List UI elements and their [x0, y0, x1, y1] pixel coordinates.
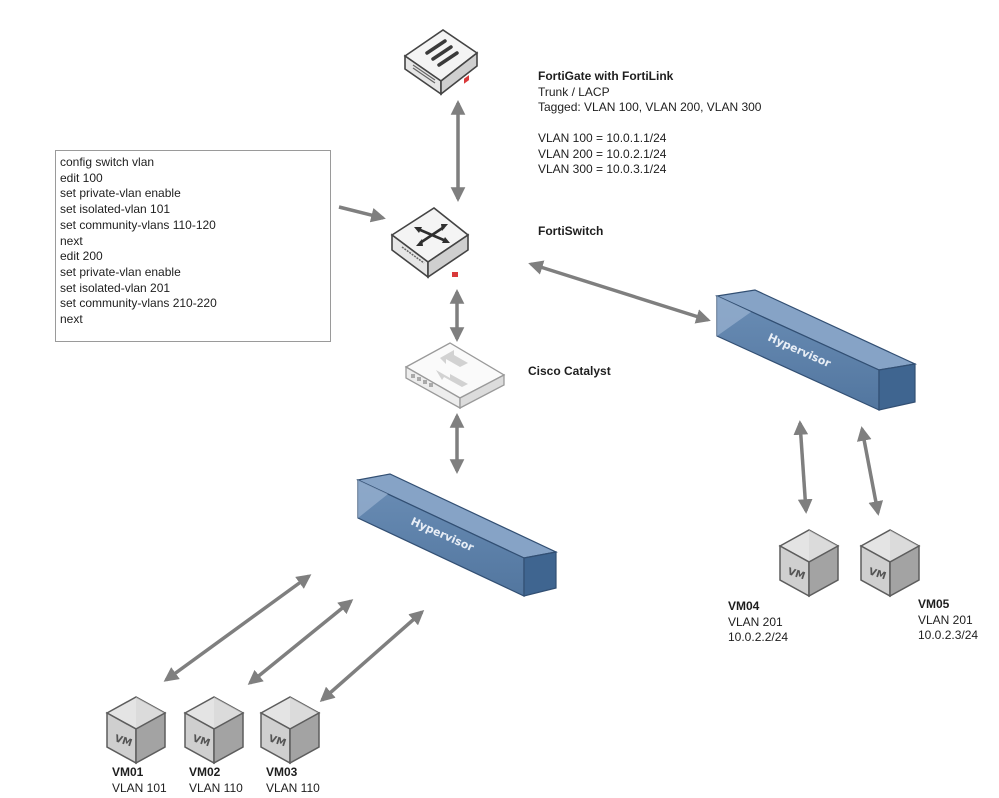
vm-vlan: VLAN 110 [266, 780, 320, 795]
hypervisor-right-icon: Hypervisor [714, 289, 918, 411]
vm-badge-text: VM [191, 733, 211, 749]
vm05-label: VM05 VLAN 201 10.0.2.3/24 [918, 597, 978, 644]
vm-cubes: VM VM VM VM VM [105, 529, 921, 765]
vm-name: VM05 [918, 597, 950, 611]
config-line: config switch vlan [60, 155, 155, 169]
fortigate-title: FortiGate with FortiLink [538, 69, 674, 83]
link-hypervisor-vm01 [163, 574, 312, 682]
vm-vlan: VLAN 101 [112, 780, 167, 795]
vm-vlan: VLAN 201 [728, 614, 783, 629]
vm-badge-text: VM [113, 733, 133, 749]
config-line: edit 200 [60, 249, 103, 264]
vm-ip: 10.0.2.3/24 [918, 628, 979, 642]
fortiswitch-label: FortiSwitch [538, 224, 603, 240]
links-layer [163, 100, 884, 702]
link-hypervisor-vm05 [856, 426, 884, 516]
vm-name: VM01 [112, 765, 144, 779]
vm-cube-icon: VM [259, 696, 321, 765]
vm-ip: 10.0.2.2/24 [728, 630, 789, 644]
link-hypervisor-vm04 [793, 420, 813, 514]
config-line: set isolated-vlan 201 [60, 280, 171, 295]
config-line: set private-vlan enable [60, 264, 181, 279]
vm-vlan: VLAN 110 [189, 780, 243, 795]
link-hypervisor-vm03 [319, 610, 425, 702]
vm-vlan: VLAN 201 [918, 612, 973, 627]
fortiswitch-icon [390, 207, 470, 279]
vm02-label: VM02 VLAN 110 [189, 765, 243, 796]
link-hypervisor-vm02 [247, 599, 354, 685]
vm-name: VM04 [728, 599, 760, 613]
config-line: set community-vlans 110-120 [60, 217, 216, 232]
fortigate-icon [403, 29, 479, 96]
config-line: set community-vlans 210-220 [60, 296, 217, 311]
vm-badge-text: VM [867, 566, 887, 582]
fortigate-line: VLAN 200 = 10.0.2.1/24 [538, 146, 667, 161]
vm-badge-text: VM [267, 733, 287, 749]
vm-cube-icon: VM [778, 529, 840, 598]
hypervisor-left-icon: Hypervisor [356, 473, 558, 597]
vm-cube-icon: VM [859, 529, 921, 598]
vm-name: VM03 [266, 765, 298, 779]
vm-name: VM02 [189, 765, 221, 779]
fortigate-line [538, 116, 761, 132]
fortigate-line: Tagged: VLAN 100, VLAN 200, VLAN 300 [538, 100, 762, 114]
fortigate-line: VLAN 300 = 10.0.3.1/24 [538, 162, 667, 176]
fortigate-line: Trunk / LACP [538, 84, 610, 99]
config-line: set isolated-vlan 101 [60, 202, 171, 217]
fortigate-label: FortiGate with FortiLink Trunk / LACP Ta… [538, 69, 761, 178]
vm-cube-icon: VM [183, 696, 245, 765]
vm01-label: VM01 VLAN 101 [112, 765, 167, 796]
fortigate-line: VLAN 100 = 10.0.1.1/24 [538, 131, 667, 145]
vm04-label: VM04 VLAN 201 10.0.2.2/24 [728, 599, 788, 646]
vm-cube-icon: VM [105, 696, 167, 765]
link-fortiswitch-hypervisor-right [528, 260, 711, 324]
cisco-title: Cisco Catalyst [528, 364, 611, 378]
vm-badge-text: VM [786, 566, 806, 582]
cisco-label: Cisco Catalyst [528, 364, 611, 380]
link-config-fortiswitch [338, 205, 386, 223]
config-line: set private-vlan enable [60, 186, 181, 201]
vm03-label: VM03 VLAN 110 [266, 765, 320, 796]
config-line: next [60, 312, 83, 327]
cisco-catalyst-icon [404, 342, 506, 410]
fortiswitch-title: FortiSwitch [538, 224, 604, 238]
config-line: next [60, 233, 83, 248]
config-line: edit 100 [60, 170, 103, 185]
